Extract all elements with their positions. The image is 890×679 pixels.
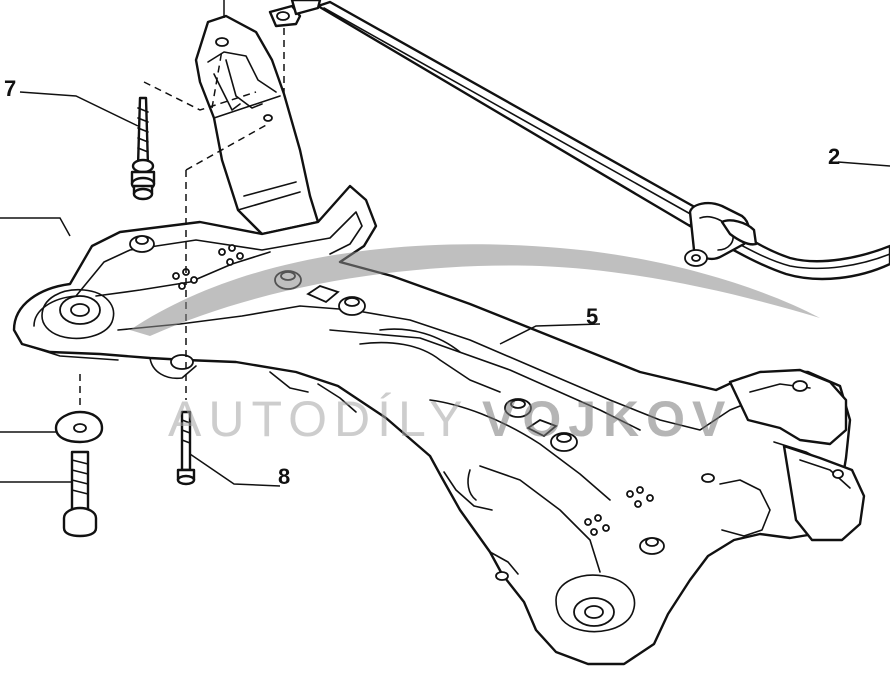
stabilizer-clamp [684,201,758,267]
callout-5: 5 [586,304,598,329]
leader-lines [0,0,890,487]
watermark-text-light: AUTODÍLY [168,391,469,447]
washer-left [54,410,104,444]
bolt-with-nuts-7 [130,96,156,201]
watermark-text-bold: VOJKOV [482,391,732,447]
stabilizer-bar [268,0,890,281]
callout-8: 8 [278,464,290,489]
subframe-mount-tower [194,14,320,236]
locator-holes [172,244,654,536]
watermark: AUTODÍLY VOJKOV [130,244,820,447]
bolt-left [62,450,98,538]
stabilizer-end-link [268,0,322,28]
callout-2: 2 [828,144,840,169]
assembly-lines [79,28,285,410]
callout-7: 7 [4,76,16,101]
watermark-swoosh [130,244,820,336]
bolt-8 [176,410,196,486]
